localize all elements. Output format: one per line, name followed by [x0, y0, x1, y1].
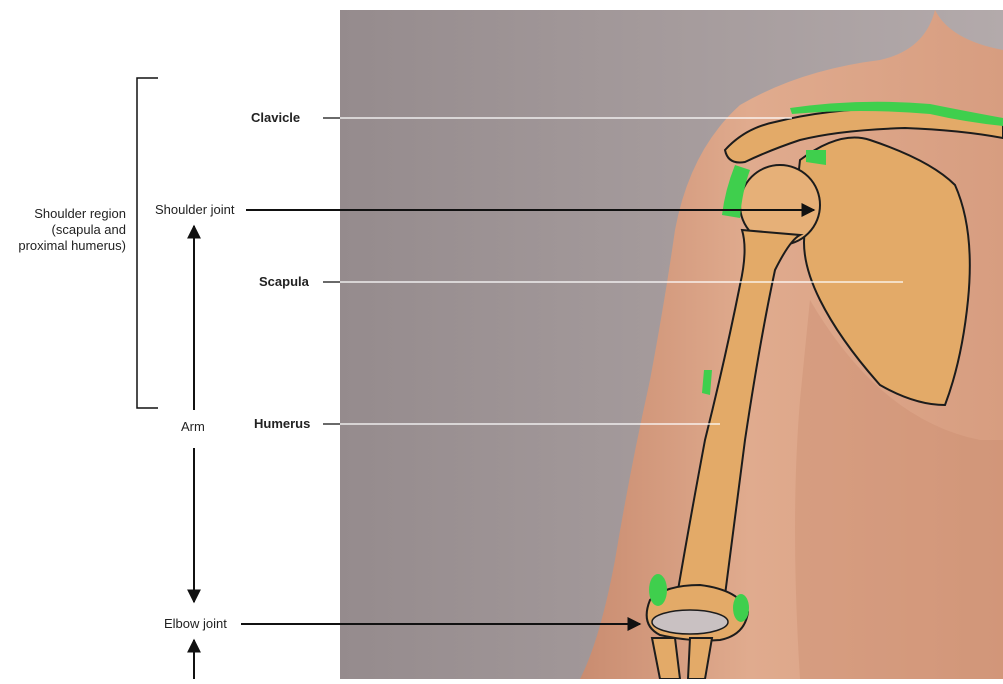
elbow-cartilage-left: [649, 574, 667, 606]
humerus-label: Humerus: [254, 416, 310, 432]
shoulder-region-bracket: [137, 78, 158, 408]
shoulder-region-line-2: (scapula and: [14, 222, 126, 238]
scapula-label: Scapula: [259, 274, 309, 290]
elbow-joint-label: Elbow joint: [164, 616, 227, 632]
elbow-cartilage-right: [733, 594, 749, 622]
shoulder-joint-label: Shoulder joint: [155, 202, 235, 218]
arm-label: Arm: [181, 419, 205, 435]
clavicle-label: Clavicle: [251, 110, 300, 126]
shoulder-region-line-3: proximal humerus): [14, 238, 126, 254]
shoulder-region-line-1: Shoulder region: [14, 206, 126, 222]
shoulder-region-label: Shoulder region (scapula and proximal hu…: [14, 206, 126, 254]
elbow-joint-surface: [652, 610, 728, 634]
